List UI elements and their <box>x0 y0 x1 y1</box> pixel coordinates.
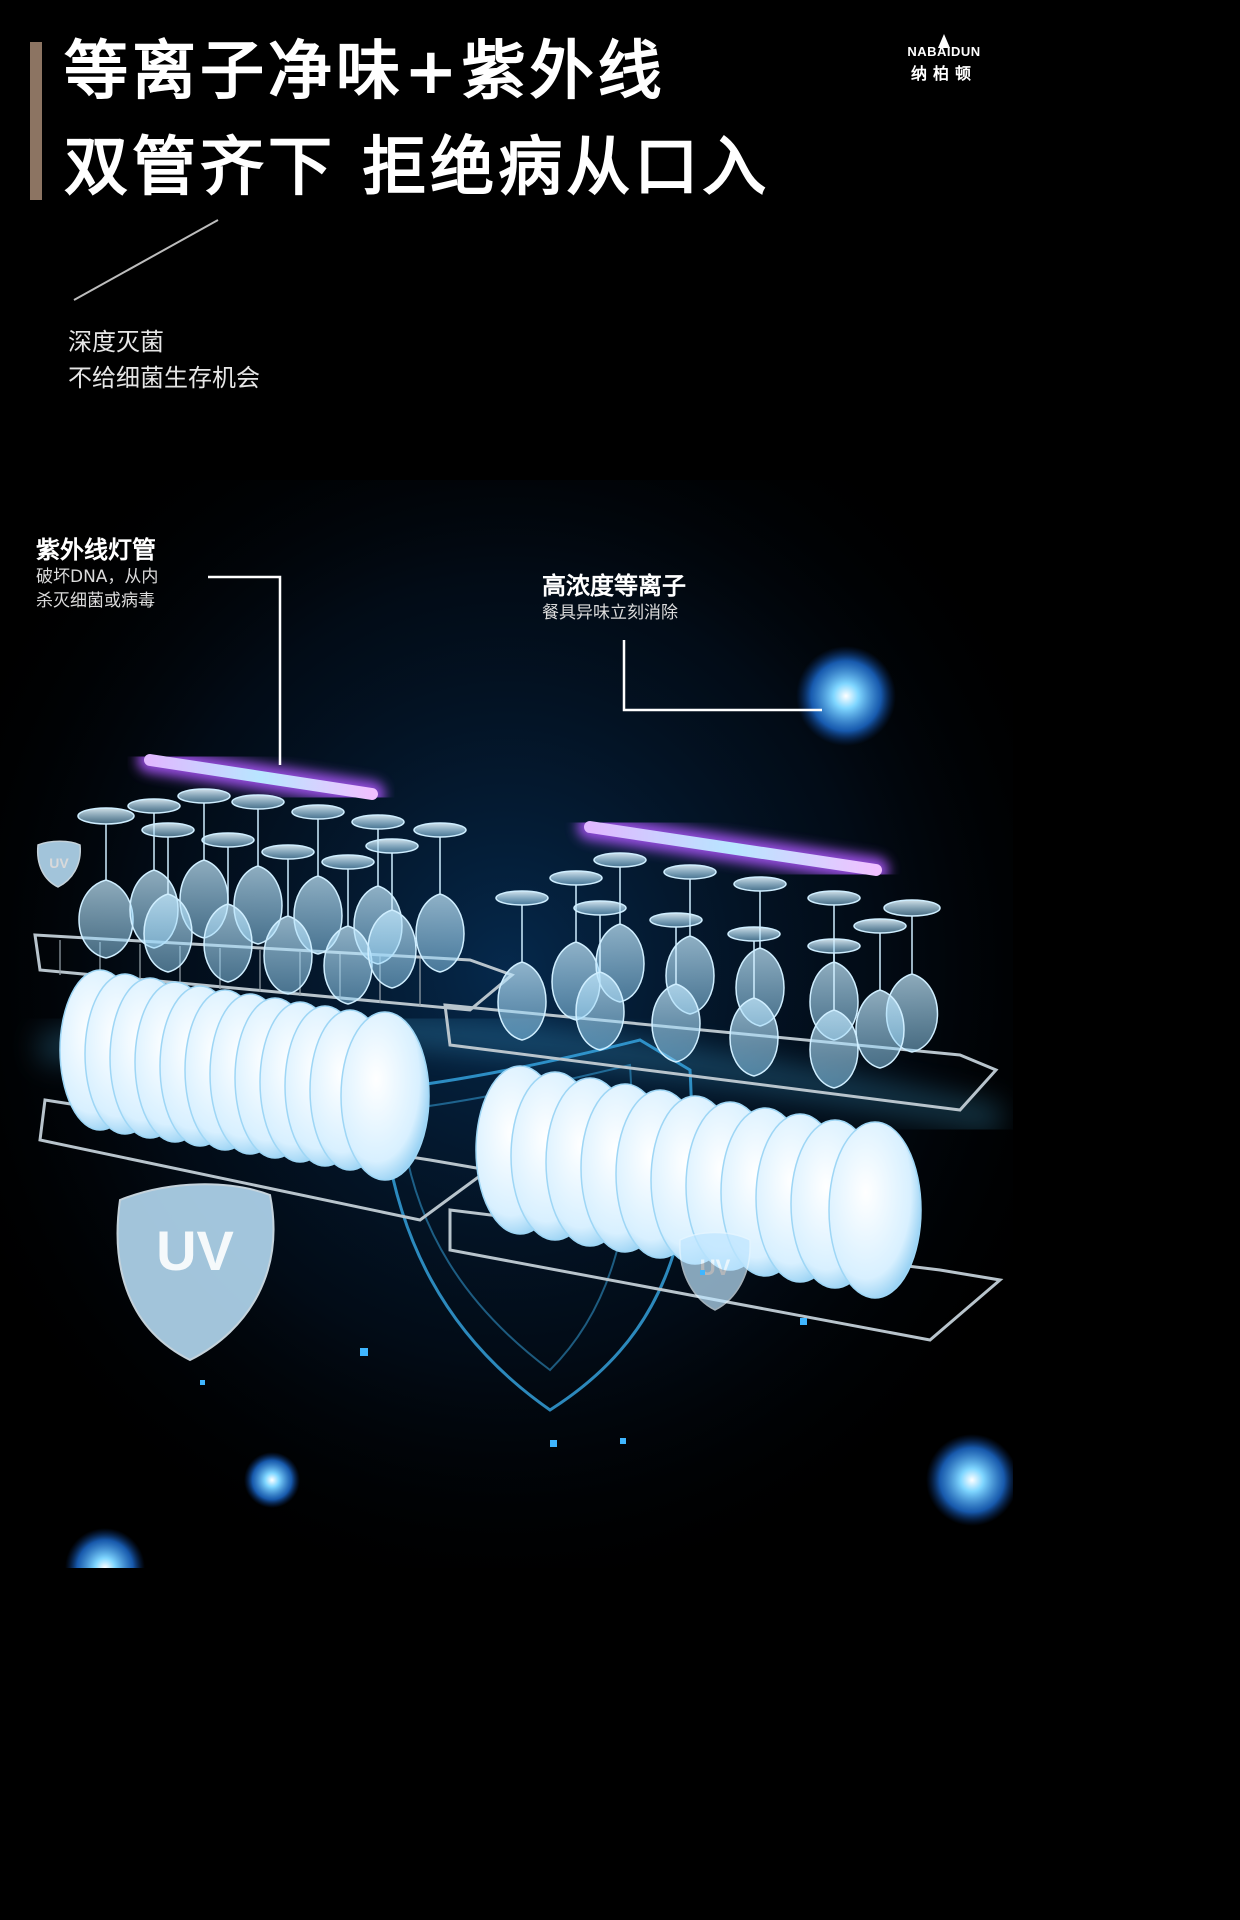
svg-text:UV: UV <box>156 1219 234 1282</box>
plate-rack-left <box>38 969 492 1222</box>
plasma-orb-icon <box>65 1528 145 1568</box>
plate-rack-right <box>448 1065 1004 1342</box>
uv-shield-icon: UV <box>36 840 81 888</box>
decorative-diagonal-line <box>73 219 219 301</box>
glass-rack-left <box>33 788 515 1012</box>
plasma-callout-title: 高浓度等离子 <box>542 572 686 600</box>
headline-line-1: 等离子净味+紫外线 <box>64 35 666 109</box>
dishwasher-illustration: UV UV UV <box>0 480 1013 1568</box>
brand-name-cn: 纳柏顿 <box>910 64 977 83</box>
plasma-orb-icon <box>926 1434 1013 1526</box>
uv-tube-right <box>577 814 889 883</box>
plasma-callout: 高浓度等离子 餐具异味立刻消除 <box>542 566 686 625</box>
plasma-orb-icon <box>244 1452 300 1508</box>
headline-line-2: 双管齐下 拒绝病从口入 <box>64 131 771 205</box>
brand-mark-icon <box>938 34 950 48</box>
svg-text:UV: UV <box>700 1255 731 1280</box>
svg-text:UV: UV <box>49 855 69 871</box>
brand-logo: NABAIDUN 纳柏顿 <box>897 34 991 84</box>
uv-tube-left <box>137 747 385 807</box>
uv-callout-leader <box>208 575 282 765</box>
uv-callout-line-2: 杀灭细菌或病毒 <box>36 591 155 611</box>
brand-name-en: NABAIDUN <box>907 44 981 59</box>
plasma-callout-leader <box>622 640 822 712</box>
uv-shield-icon: UV <box>679 1231 751 1311</box>
uv-callout-title: 紫外线灯管 <box>36 536 156 564</box>
plasma-callout-line-1: 餐具异味立刻消除 <box>542 603 678 623</box>
subtitle-line-1: 深度灭菌 <box>68 328 164 356</box>
shield-graphic <box>378 1038 693 1412</box>
uv-tube-callout: 紫外线灯管 破坏DNA，从内 杀灭细菌或病毒 <box>36 530 158 613</box>
uv-callout-line-1: 破坏DNA，从内 <box>36 567 159 587</box>
plasma-orb-icon <box>796 646 896 746</box>
glass-rack-right <box>443 852 999 1112</box>
subtitle-line-2: 不给细菌生存机会 <box>68 364 260 392</box>
uv-shield-icon: UV <box>116 1183 275 1362</box>
title-accent-bar <box>30 42 42 200</box>
